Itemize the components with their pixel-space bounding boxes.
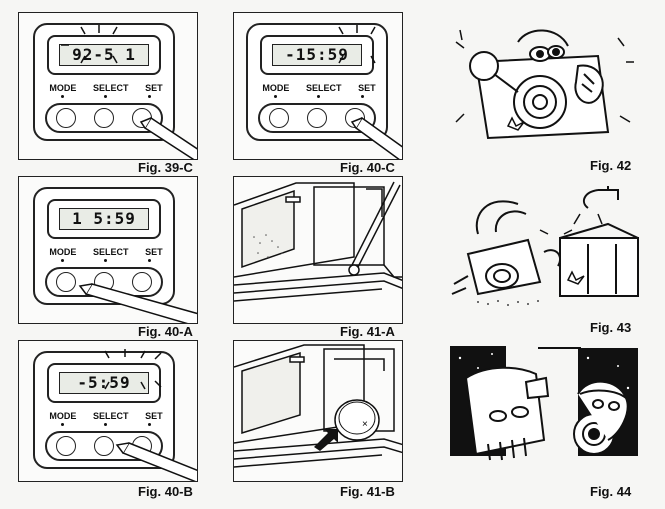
set-label: SET <box>145 411 163 421</box>
blink-marks-icon <box>338 25 376 64</box>
figure-frame: 92-5 1 MODE SELECT SET <box>18 12 198 160</box>
figure-caption: Fig. 44 <box>590 484 632 499</box>
figure-frame <box>233 176 403 324</box>
figure-frame: -5:59 MODE SELECT SET <box>18 340 198 482</box>
battery-compartment-illustration <box>234 181 402 302</box>
battery-icon: × <box>334 399 380 441</box>
cartoon-camera-cold <box>450 346 638 461</box>
camera-back-panel: 1 5:59 MODE SELECT SET <box>33 187 175 305</box>
select-label: SELECT <box>92 83 129 93</box>
mode-button[interactable] <box>56 436 76 456</box>
mode-button[interactable] <box>269 108 289 128</box>
select-button[interactable] <box>307 108 327 128</box>
mode-label: MODE <box>49 247 77 257</box>
figure-caption: Fig. 42 <box>590 158 632 173</box>
blink-marks-icon <box>61 25 118 64</box>
blink-marks-icon <box>104 349 162 390</box>
pen-icon <box>78 283 197 323</box>
mode-label: MODE <box>49 83 77 93</box>
mode-label: MODE <box>49 411 77 421</box>
arrow-icon <box>314 429 338 451</box>
lcd-display: -15:59 <box>272 44 362 66</box>
cartoon-camera-water <box>451 186 639 306</box>
figure-caption: Fig. 40-C <box>340 160 395 175</box>
select-button[interactable] <box>94 436 114 456</box>
figure-caption: Fig. 39-C <box>138 160 193 175</box>
cartoon-camera-magnifier <box>455 29 634 140</box>
set-label: SET <box>145 83 163 93</box>
mode-button[interactable] <box>56 272 76 292</box>
set-button[interactable] <box>132 272 152 292</box>
select-label: SELECT <box>92 247 129 257</box>
pen-icon <box>139 116 197 159</box>
select-label: SELECT <box>305 83 342 93</box>
figure-caption: Fig. 40-A <box>138 324 193 339</box>
select-button[interactable] <box>94 108 114 128</box>
figure-frame: 1 5:59 MODE SELECT SET <box>18 176 198 324</box>
figure-caption: Fig. 41-B <box>340 484 395 499</box>
lcd-display: 1 5:59 <box>59 208 149 230</box>
figure-frame: × <box>233 340 403 482</box>
select-label: SELECT <box>92 411 129 421</box>
mode-button[interactable] <box>56 108 76 128</box>
pen-icon <box>350 116 402 159</box>
camera-back-panel: -5:59 MODE SELECT SET <box>33 351 175 469</box>
lcd-display: 92-5 1 <box>59 44 149 66</box>
figure-frame: -15:59 MODE SELECT SET <box>233 12 403 160</box>
mode-label: MODE <box>262 83 290 93</box>
set-label: SET <box>358 83 376 93</box>
figure-caption: Fig. 43 <box>590 320 632 335</box>
camera-back-panel: 92-5 1 MODE SELECT SET <box>33 23 175 141</box>
figure-caption: Fig. 41-A <box>340 324 395 339</box>
svg-text:×: × <box>362 419 368 430</box>
figure-caption: Fig. 40-B <box>138 484 193 499</box>
set-label: SET <box>145 247 163 257</box>
pen-icon <box>115 442 197 481</box>
lcd-display: -5:59 <box>59 372 149 394</box>
